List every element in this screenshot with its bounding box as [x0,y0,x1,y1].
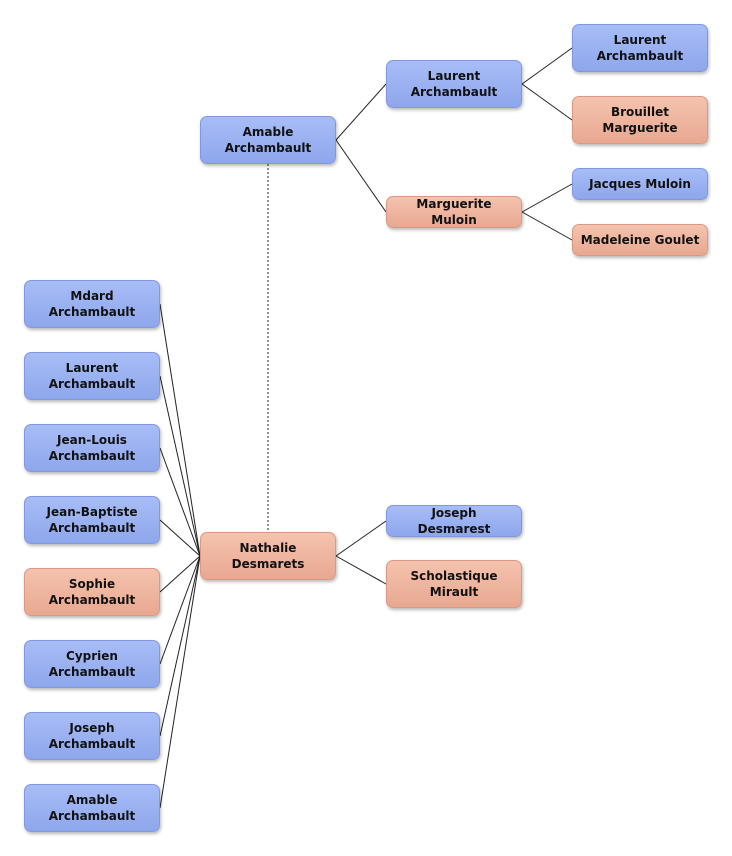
child-link-6 [159,555,201,737]
person-jacques-muloin[interactable]: Jacques Muloin [572,168,708,200]
person-joseph-desmarest[interactable]: Joseph Desmarest [386,505,522,537]
child-link-3 [159,519,201,557]
child-link-7 [159,555,201,809]
child-cyprien-archambault[interactable]: Cyprien Archambault [24,640,160,688]
child-amable-archambault[interactable]: Amable Archambault [24,784,160,832]
child-jean-louis-archambault[interactable]: Jean-Louis Archambault [24,424,160,472]
child-jean-baptiste-archambault[interactable]: Jean-Baptiste Archambault [24,496,160,544]
person-madeleine-goulet[interactable]: Madeleine Goulet [572,224,708,256]
person-brouillet-marguerite[interactable]: Brouillet Marguerite [572,96,708,144]
parent-link-scholastique [335,555,387,585]
parent-link-joseph-desmarest [335,520,387,557]
child-link-5 [159,555,201,665]
child-joseph-archambault[interactable]: Joseph Archambault [24,712,160,760]
child-laurent-archambault[interactable]: Laurent Archambault [24,352,160,400]
child-link-1 [159,375,201,557]
person-laurent-archambault-father[interactable]: Laurent Archambault [386,60,522,108]
parent-link-brouillet [521,83,573,121]
parent-link-laurent-gp [521,47,573,85]
person-scholastique-mirault[interactable]: Scholastique Mirault [386,560,522,608]
parent-link-laurent [335,83,387,141]
child-link-0 [159,303,201,557]
person-amable-archambault[interactable]: Amable Archambault [200,116,336,164]
person-nathalie-desmarets[interactable]: Nathalie Desmarets [200,532,336,580]
child-link-2 [159,447,201,557]
parent-link-jacques [521,183,573,213]
parent-link-madeleine [521,211,573,241]
parent-link-marguerite [335,139,387,213]
person-marguerite-muloin[interactable]: Marguerite Muloin [386,196,522,228]
person-laurent-archambault-grandfather[interactable]: Laurent Archambault [572,24,708,72]
child-link-4 [159,555,201,593]
child-sophie-archambault[interactable]: Sophie Archambault [24,568,160,616]
child-mdard-archambault[interactable]: Mdard Archambault [24,280,160,328]
